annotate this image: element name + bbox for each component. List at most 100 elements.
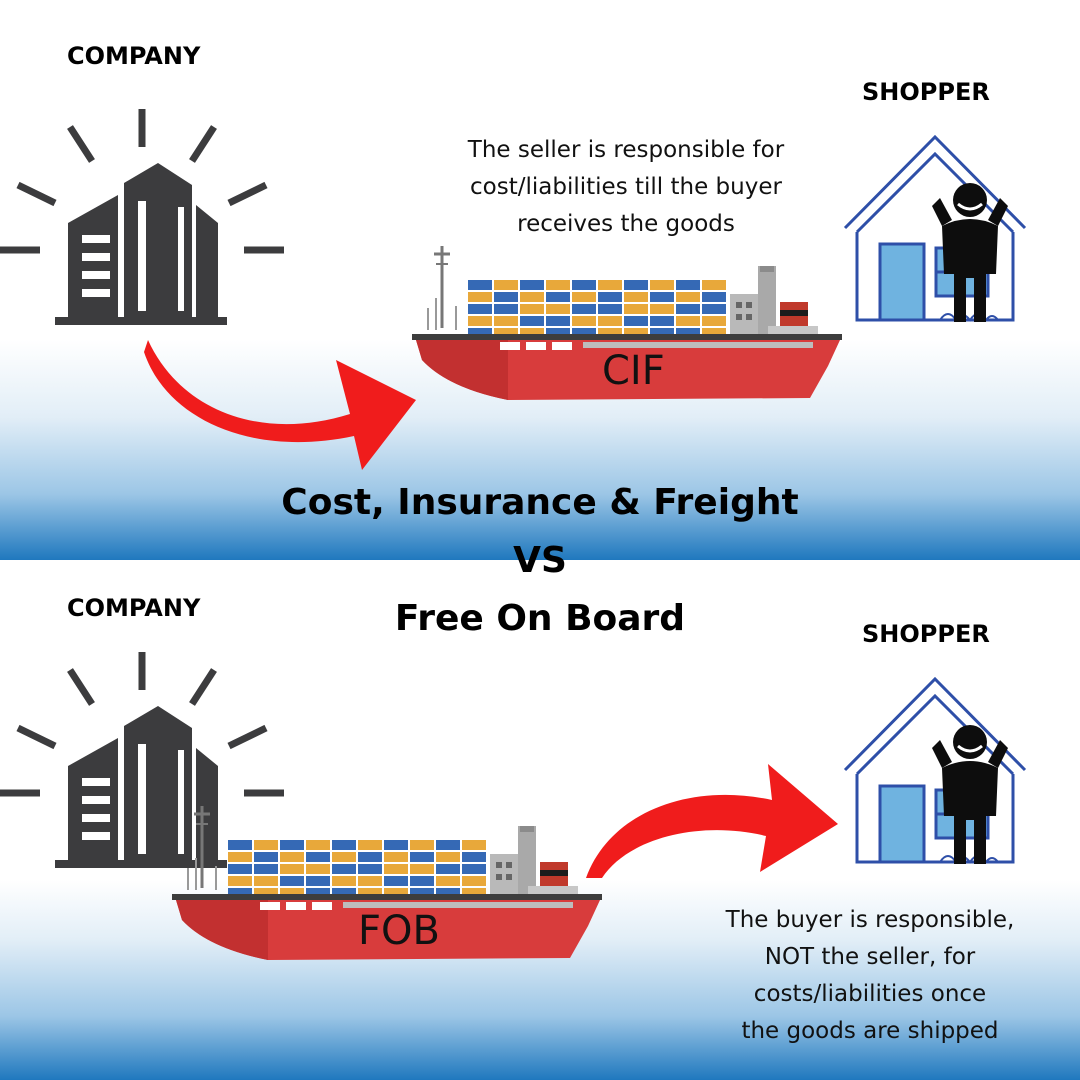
shipping-container bbox=[332, 888, 356, 898]
shipping-container bbox=[650, 304, 674, 314]
shipping-container bbox=[650, 328, 674, 338]
cargo-ship-icon bbox=[172, 806, 602, 960]
shipping-container bbox=[468, 316, 492, 326]
shipping-container bbox=[410, 864, 434, 874]
shipping-container bbox=[624, 292, 648, 302]
shipping-container bbox=[280, 888, 304, 898]
shipping-container bbox=[436, 852, 460, 862]
shipping-container bbox=[384, 840, 408, 850]
shipping-container bbox=[572, 292, 596, 302]
shipping-container bbox=[676, 304, 700, 314]
shipping-container bbox=[306, 840, 330, 850]
shipping-container bbox=[598, 328, 622, 338]
shipping-container bbox=[494, 328, 518, 338]
shipping-container bbox=[676, 316, 700, 326]
bottom-description: The buyer is responsible, NOT the seller… bbox=[700, 902, 1040, 1050]
company-building-icon bbox=[0, 109, 284, 325]
shipping-container bbox=[436, 864, 460, 874]
shipping-container bbox=[228, 840, 252, 850]
shipping-container bbox=[624, 304, 648, 314]
shipping-container bbox=[546, 292, 570, 302]
shipping-container bbox=[384, 852, 408, 862]
top-company-label: COMPANY bbox=[67, 42, 201, 70]
company-building-icon bbox=[0, 652, 284, 868]
shipping-container bbox=[462, 852, 486, 862]
shipping-container bbox=[254, 888, 278, 898]
shipping-container bbox=[624, 316, 648, 326]
shipping-container bbox=[462, 876, 486, 886]
bottom-description-line: NOT the seller, for bbox=[764, 944, 976, 970]
shipping-container bbox=[624, 280, 648, 290]
shipping-container bbox=[410, 852, 434, 862]
container-stack bbox=[228, 840, 486, 898]
shipping-container bbox=[228, 876, 252, 886]
top-description-line: receives the goods bbox=[517, 211, 735, 237]
bottom-ship-label: FOB bbox=[358, 908, 440, 954]
shipping-container bbox=[332, 864, 356, 874]
shipping-container bbox=[280, 864, 304, 874]
shipping-container bbox=[436, 888, 460, 898]
shipping-container bbox=[306, 876, 330, 886]
shipping-container bbox=[598, 316, 622, 326]
shipping-container bbox=[254, 840, 278, 850]
title-line-2: VS bbox=[513, 540, 567, 581]
shipping-container bbox=[462, 840, 486, 850]
bottom-description-line: The buyer is responsible, bbox=[725, 907, 1015, 933]
top-shopper-label: SHOPPER bbox=[862, 78, 990, 106]
shipping-container bbox=[468, 280, 492, 290]
red-arrow-icon bbox=[586, 764, 838, 878]
shipping-container bbox=[384, 876, 408, 886]
shipping-container bbox=[572, 304, 596, 314]
shipping-container bbox=[702, 328, 726, 338]
shipping-container bbox=[280, 852, 304, 862]
shipping-container bbox=[436, 876, 460, 886]
bottom-company-label: COMPANY bbox=[67, 594, 201, 622]
top-description-line: The seller is responsible for bbox=[467, 137, 785, 163]
shipping-container bbox=[624, 328, 648, 338]
shipping-container bbox=[280, 840, 304, 850]
shipping-container bbox=[598, 292, 622, 302]
shipping-container bbox=[520, 292, 544, 302]
shipping-container bbox=[546, 316, 570, 326]
shipping-container bbox=[410, 876, 434, 886]
shipping-container bbox=[546, 328, 570, 338]
shipping-container bbox=[280, 876, 304, 886]
shipping-container bbox=[228, 852, 252, 862]
shipping-container bbox=[520, 316, 544, 326]
shipping-container bbox=[520, 328, 544, 338]
shipping-container bbox=[650, 316, 674, 326]
shipping-container bbox=[410, 840, 434, 850]
top-ship-label: CIF bbox=[602, 348, 665, 394]
shipping-container bbox=[358, 864, 382, 874]
cargo-ship-icon bbox=[412, 246, 842, 400]
shipping-container bbox=[358, 888, 382, 898]
shipping-container bbox=[546, 280, 570, 290]
shipping-container bbox=[462, 888, 486, 898]
shipping-container bbox=[572, 328, 596, 338]
shipping-container bbox=[358, 876, 382, 886]
container-stack bbox=[468, 280, 726, 338]
shipping-container bbox=[468, 328, 492, 338]
shipping-container bbox=[358, 840, 382, 850]
title-line-3: Free On Board bbox=[394, 598, 686, 639]
shipping-container bbox=[332, 840, 356, 850]
shipping-container bbox=[598, 304, 622, 314]
person-icon bbox=[932, 183, 1008, 322]
shipping-container bbox=[384, 888, 408, 898]
shipping-container bbox=[358, 852, 382, 862]
shipping-container bbox=[332, 852, 356, 862]
shipping-container bbox=[306, 864, 330, 874]
shipping-container bbox=[494, 316, 518, 326]
bottom-description-line: costs/liabilities once bbox=[753, 981, 987, 1007]
red-arrow-icon bbox=[144, 340, 416, 470]
shipping-container bbox=[650, 280, 674, 290]
shipping-container bbox=[436, 840, 460, 850]
shipping-container bbox=[254, 864, 278, 874]
shipping-container bbox=[520, 304, 544, 314]
shipping-container bbox=[254, 876, 278, 886]
shipping-container bbox=[702, 304, 726, 314]
shipping-container bbox=[598, 280, 622, 290]
shipping-container bbox=[228, 888, 252, 898]
shipping-container bbox=[650, 292, 674, 302]
shipping-container bbox=[572, 280, 596, 290]
